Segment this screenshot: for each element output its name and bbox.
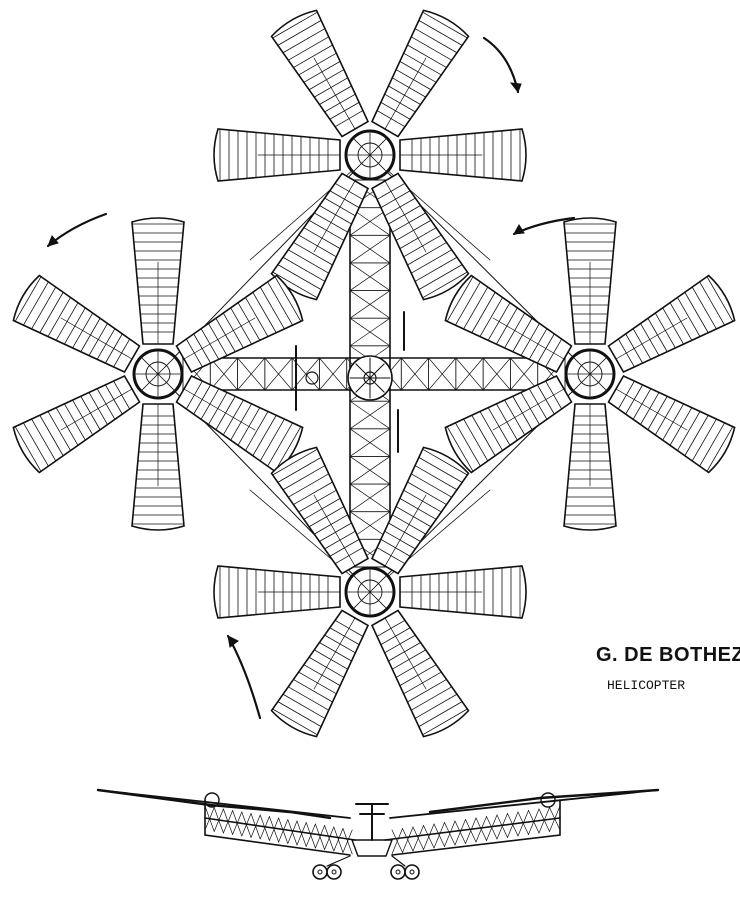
rotation-arrow-left	[46, 212, 108, 248]
side-rotor-left	[96, 788, 332, 820]
side-lower-chord-right	[384, 817, 561, 841]
rotor-bottom-blade-6	[370, 446, 470, 575]
rotor-right-blade-5	[563, 217, 617, 345]
rotor-right-blade-4	[444, 274, 573, 374]
rotor-top-blade-3	[270, 172, 370, 301]
rotor-bottom-blade-5	[270, 446, 370, 575]
rotor-right-blade-2	[563, 403, 617, 531]
rotor-left-blade-4	[12, 274, 141, 374]
truss-horizontal-diag-b-10	[455, 357, 484, 391]
truss-horizontal-diag-b-11	[482, 357, 511, 391]
rotor-top-blade-1	[399, 128, 527, 182]
rotor-bottom-blade-3	[270, 609, 370, 738]
cable-2	[369, 154, 491, 261]
truss-horizontal-diag-b-12	[510, 357, 539, 391]
top-view-plan	[12, 9, 736, 738]
side-landing-struts	[326, 855, 406, 867]
side-top-rotor	[355, 803, 389, 815]
truss-horizontal-diag-b-5	[319, 357, 348, 391]
rotor-left-blade-6	[175, 274, 304, 374]
side-wheel-1	[312, 864, 328, 880]
truss-vertical-diag-b-4	[349, 290, 391, 319]
rotor-left-blade-5	[131, 217, 185, 345]
side-cockpit	[350, 839, 394, 857]
truss-horizontal-diag-b-8	[400, 357, 429, 391]
rotation-arrow-bottom-left	[226, 634, 262, 720]
truss-vertical-diag-b-2	[349, 234, 391, 264]
truss-vertical-diag-b-10	[349, 456, 391, 485]
side-hub-right	[540, 792, 556, 808]
rotor-bottom-blade-1	[399, 565, 527, 619]
rotor-bottom-blade-4	[213, 565, 341, 619]
rotor-right-blade-6	[607, 274, 736, 374]
truss-vertical-diag-b-11	[349, 483, 391, 513]
truss-horizontal-diag-b-9	[428, 357, 457, 391]
rotor-top-blade-6	[370, 9, 470, 138]
rotor-top-blade-4	[213, 128, 341, 182]
side-wheel-4	[404, 864, 420, 880]
cable-1	[249, 154, 371, 261]
drawing-subtitle: HELICOPTER	[607, 678, 686, 693]
rotors	[12, 9, 736, 738]
rotor-left	[12, 217, 304, 531]
rotor-right-blade-1	[607, 374, 736, 474]
cable-4	[369, 489, 491, 593]
rotation-arrows	[46, 36, 576, 720]
side-wheel-2	[326, 864, 342, 880]
side-hub-left	[204, 792, 220, 808]
rotor-top-blade-5	[270, 9, 370, 138]
rotor-bottom-blade-2	[370, 609, 470, 738]
side-frame-left	[204, 799, 351, 856]
center-hub	[295, 311, 405, 453]
side-wheel-3	[390, 864, 406, 880]
rotor-right	[444, 217, 736, 531]
truss-vertical-diag-b-9	[349, 428, 391, 457]
rotor-left-blade-2	[131, 403, 185, 531]
rotation-arrow-right	[512, 216, 576, 236]
truss-horizontal-diag-b-1	[209, 357, 238, 391]
truss-vertical-diag-b-8	[349, 400, 391, 430]
rotor-left-blade-3	[12, 374, 141, 474]
seat-mark	[305, 371, 319, 385]
rotation-arrow-top-right	[482, 36, 522, 94]
truss-horizontal-diag-b-3	[264, 357, 293, 391]
truss-vertical-diag-b-3	[349, 262, 391, 291]
side-view-elevation	[96, 788, 660, 880]
rotor-top	[213, 9, 527, 301]
drawing-title: G. DE BOTHEZAT	[596, 644, 740, 666]
truss-horizontal-diag-b-2	[237, 357, 266, 391]
side-frame-right	[391, 799, 561, 856]
rotor-top-blade-2	[370, 172, 470, 301]
side-upper-chord-right	[389, 789, 659, 819]
rotor-bottom	[213, 446, 527, 738]
cable-3	[249, 489, 371, 593]
side-rotor-right	[428, 788, 660, 814]
rotor-right-blade-3	[444, 374, 573, 474]
truss-vertical-diag-b-5	[349, 317, 391, 347]
